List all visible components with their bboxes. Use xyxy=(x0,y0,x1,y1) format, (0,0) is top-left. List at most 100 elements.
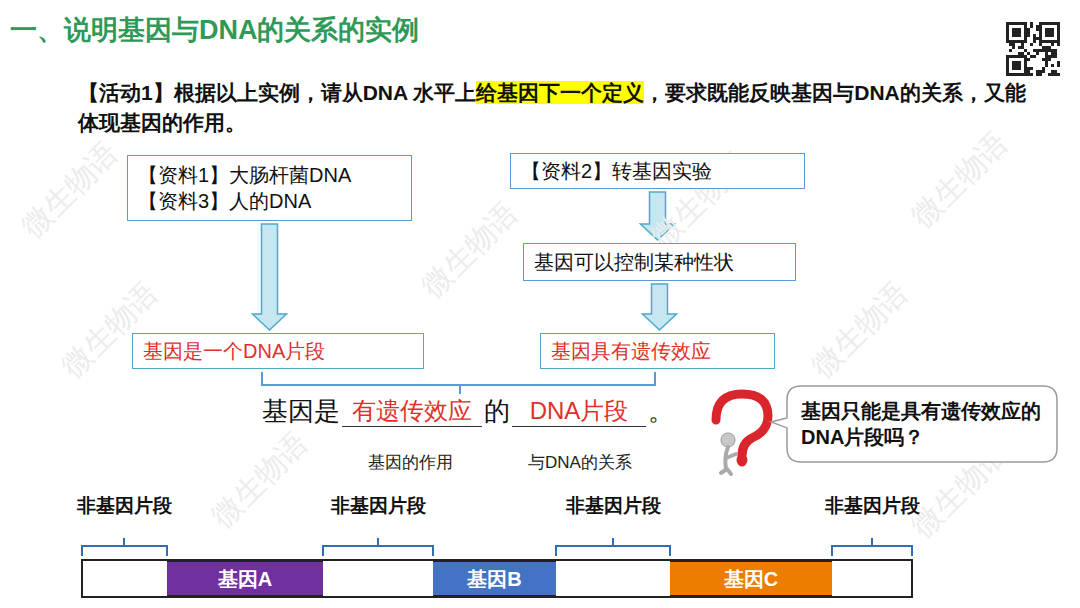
question-figure xyxy=(716,394,768,474)
gene-name: 基因B xyxy=(467,566,521,592)
qr-cell xyxy=(1051,49,1054,52)
sentence-text: 基因是 xyxy=(262,396,340,427)
question-mark xyxy=(716,394,768,462)
qr-cell xyxy=(1027,34,1030,37)
qr-cell xyxy=(1039,73,1042,76)
qr-cell xyxy=(1054,73,1057,76)
gene-name: 基因C xyxy=(724,566,778,592)
slide-title: 一、说明基因与DNA的关系的实例 xyxy=(10,12,420,48)
sentence-text: 的 xyxy=(484,396,510,427)
qr-cell xyxy=(1009,49,1012,52)
gene-segment: 基因A xyxy=(167,560,323,597)
inference-box: 基因可以控制某种性状 xyxy=(523,243,796,281)
bubble-shape xyxy=(771,386,1057,462)
source-box: 【资料2】转基因实验 xyxy=(510,153,805,189)
qr-code xyxy=(1006,22,1060,76)
qr-cell xyxy=(1057,61,1060,64)
qr-cell xyxy=(1048,46,1051,49)
qr-cell xyxy=(1057,64,1060,67)
qr-cell xyxy=(1051,70,1054,73)
qr-cell xyxy=(1018,52,1021,55)
qr-cell xyxy=(1027,73,1030,76)
box-text: 基因是一个DNA片段 xyxy=(143,338,325,364)
flow-arrow xyxy=(253,224,287,330)
qr-cell xyxy=(1054,52,1057,55)
figure-body xyxy=(721,447,736,474)
qr-cell xyxy=(1027,67,1030,70)
qr-cell xyxy=(1030,25,1033,28)
qr-cell xyxy=(1042,46,1045,49)
qr-cell xyxy=(1033,40,1036,43)
qr-cell xyxy=(1054,49,1057,52)
qr-cell xyxy=(1057,43,1060,46)
box-text: 基因具有遗传效应 xyxy=(551,338,711,364)
qr-finder xyxy=(1012,61,1021,70)
box-text: 【资料2】转基因实验 xyxy=(521,158,712,184)
watermark: 微生物语 xyxy=(803,273,917,387)
qr-cell xyxy=(1018,46,1021,49)
box-text: 基因可以控制某种性状 xyxy=(534,249,734,275)
qr-cell xyxy=(1027,28,1030,31)
watermark: 微生物语 xyxy=(413,193,527,307)
qr-cell xyxy=(1051,52,1054,55)
qr-cell xyxy=(1039,43,1042,46)
qr-cell xyxy=(1042,67,1045,70)
qr-cell xyxy=(1027,70,1030,73)
segment-bracket xyxy=(556,538,670,556)
qr-cell xyxy=(1027,58,1030,61)
segment-bracket xyxy=(323,538,433,556)
gene-name: 基因A xyxy=(218,566,272,592)
qr-cell xyxy=(1051,55,1054,58)
note-label: 与DNA的关系 xyxy=(528,451,632,474)
qr-cell xyxy=(1036,28,1039,31)
qr-cell xyxy=(1036,25,1039,28)
qr-cell xyxy=(1027,31,1030,34)
qr-cell xyxy=(1033,55,1036,58)
qr-cell xyxy=(1030,55,1033,58)
gene-segment: 基因C xyxy=(670,560,832,597)
box-text: 【资料3】人的DNA xyxy=(138,188,311,214)
qr-cell xyxy=(1048,73,1051,76)
qr-cell xyxy=(1021,46,1024,49)
qr-cell xyxy=(1045,61,1048,64)
qr-cell xyxy=(1030,67,1033,70)
qr-cell xyxy=(1036,73,1039,76)
watermark: 微生物语 xyxy=(903,123,1017,237)
qr-cell xyxy=(1021,52,1024,55)
qr-finder xyxy=(1012,28,1021,37)
qr-cell xyxy=(1054,70,1057,73)
segment-label: 非基因片段 xyxy=(566,493,661,519)
dna-bar xyxy=(82,560,912,597)
qr-cell xyxy=(1042,70,1045,73)
qr-cell xyxy=(1042,58,1045,61)
qr-cell xyxy=(1042,49,1045,52)
fill-blank: 有遗传效应 xyxy=(342,397,482,427)
segment-label: 非基因片段 xyxy=(331,493,426,519)
highlight-text: 给基因下一个定义 xyxy=(476,81,644,104)
qr-cell xyxy=(1048,49,1051,52)
qr-cell xyxy=(1033,34,1036,37)
qr-finder xyxy=(1045,28,1054,37)
merge-bracket xyxy=(262,372,655,394)
watermark: 微生物语 xyxy=(53,273,167,387)
activity-text: 【活动1】根据以上实例，请从DNA 水平上给基因下一个定义，要求既能反映基因与D… xyxy=(78,78,1033,138)
conclusion-box: 基因具有遗传效应 xyxy=(540,333,775,369)
qr-cell xyxy=(1024,49,1027,52)
qr-cell xyxy=(1036,70,1039,73)
qr-cell xyxy=(1039,70,1042,73)
qr-cell xyxy=(1036,52,1039,55)
qr-cell xyxy=(1021,43,1024,46)
qr-cell xyxy=(1051,73,1054,76)
segment-bracket xyxy=(832,538,912,556)
bubble-outline xyxy=(787,386,1057,462)
qr-cell xyxy=(1057,73,1060,76)
activity-text: 【活动1】根据以上实例，请从DNA 水平上 xyxy=(78,81,476,104)
qr-cell xyxy=(1033,37,1036,40)
flow-arrow xyxy=(643,284,677,330)
qr-cell xyxy=(1036,49,1039,52)
qr-cell xyxy=(1054,55,1057,58)
qr-cell xyxy=(1045,55,1048,58)
qr-cell xyxy=(1048,55,1051,58)
qr-cell xyxy=(1030,43,1033,46)
qr-cell xyxy=(1048,58,1051,61)
